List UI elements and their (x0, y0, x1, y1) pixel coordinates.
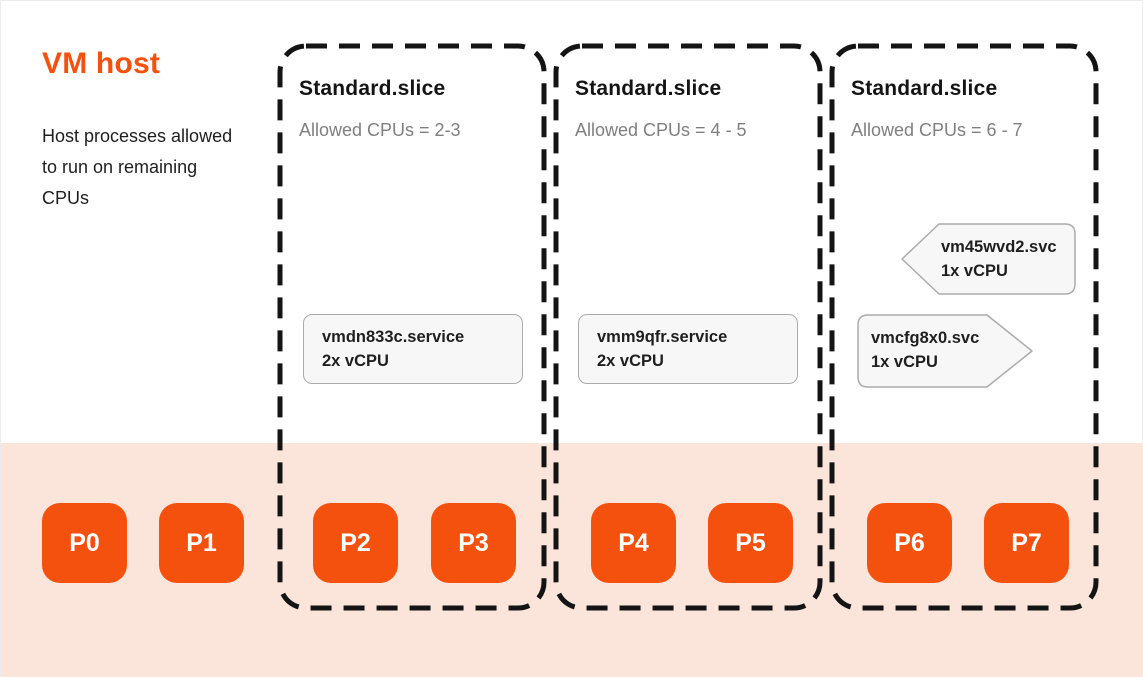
slice-2-allowed-cpus: Allowed CPUs = 4 - 5 (575, 120, 747, 140)
service-name: vmdn833c.service (322, 327, 465, 346)
slice-2-border (553, 43, 823, 611)
cpu-p7: P7 (984, 503, 1069, 583)
page-description: Host processes allowed to run on remaini… (42, 126, 233, 208)
slice-3-title: Standard.slice (851, 77, 998, 100)
slice-1-border (277, 43, 547, 611)
service-tag-vmcfg8x0: vmcfg8x0.svc 1x vCPU (871, 327, 979, 374)
page-title: VM host (42, 47, 161, 80)
cpu-p2: P2 (313, 503, 398, 583)
service-vcpu: 2x vCPU (322, 351, 389, 370)
service-tag-left-shape (901, 223, 1076, 295)
slice-3-allowed-cpus: Allowed CPUs = 6 - 7 (851, 120, 1023, 140)
service-tag-vm45wvd2: vm45wvd2.svc 1x vCPU (941, 236, 1057, 283)
cpu-p0: P0 (42, 503, 127, 583)
cpu-p6: P6 (867, 503, 952, 583)
service-vcpu: 2x vCPU (597, 351, 664, 370)
service-tag-right-shape (857, 314, 1033, 388)
service-box-vmm9qfr: vmm9qfr.service 2x vCPU (578, 314, 798, 384)
service-name: vm45wvd2.svc (941, 238, 1057, 256)
slice-1-title: Standard.slice (299, 77, 446, 100)
slice-3-border (829, 43, 1099, 611)
cpu-p4: P4 (591, 503, 676, 583)
service-name: vmcfg8x0.svc (871, 329, 980, 347)
cpu-p1: P1 (159, 503, 244, 583)
service-name: vmm9qfr.service (597, 327, 728, 346)
service-box-vmdn833c: vmdn833c.service 2x vCPU (303, 314, 523, 384)
cpu-p5: P5 (708, 503, 793, 583)
service-vcpu: 1x vCPU (871, 353, 938, 371)
service-vcpu: 1x vCPU (941, 262, 1008, 280)
cpu-p3: P3 (431, 503, 516, 583)
slice-1-allowed-cpus: Allowed CPUs = 2-3 (299, 120, 461, 140)
slice-2-title: Standard.slice (575, 77, 722, 100)
